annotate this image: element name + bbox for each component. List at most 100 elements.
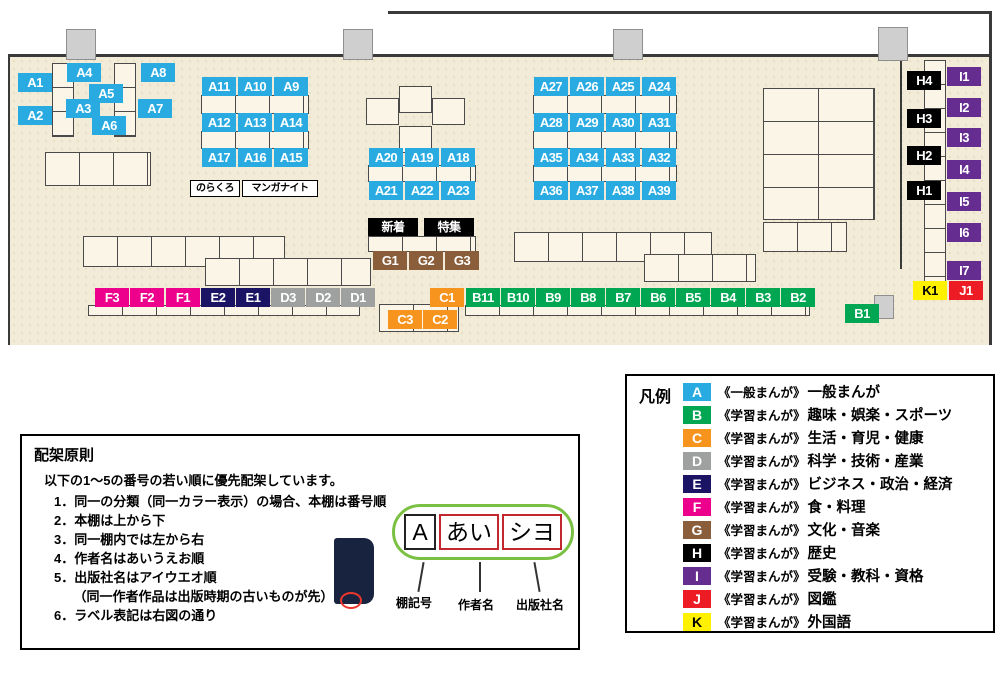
label-example-plate: A あい シヨ	[392, 504, 574, 560]
shelf-block	[432, 98, 465, 125]
shelf-label-A3: A3	[66, 99, 100, 118]
legend-series: 《一般まんが》	[718, 386, 806, 400]
legend-category: 文化・音楽	[807, 523, 881, 539]
shelf-label-A19: A19	[405, 148, 439, 167]
shelf-label-A20: A20	[369, 148, 403, 167]
caption-shelf-code: 棚記号	[396, 596, 433, 610]
label-example-shelf-code: A	[404, 514, 436, 550]
legend-row-G: G《学習まんが》文化・音楽	[683, 518, 953, 541]
shelf-label-F3: F3	[95, 288, 129, 307]
shelf-block	[533, 131, 677, 149]
shelf-label-B1: B1	[845, 304, 879, 323]
shelf-label-K1: K1	[913, 281, 947, 300]
legend-row-A: A《一般まんが》一般まんが	[683, 380, 953, 403]
legend-series: 《学習まんが》	[718, 593, 806, 607]
shelf-label-A31: A31	[642, 113, 676, 132]
pillar	[343, 29, 373, 60]
shelf-label-A15: A15	[274, 148, 308, 167]
legend-color-box-E: E	[683, 474, 711, 493]
legend-category: 趣味・娯楽・スポーツ	[807, 408, 953, 424]
legend-color-box-J: J	[683, 589, 711, 608]
shelf-label-A23: A23	[441, 181, 475, 200]
legend-category: ビジネス・政治・経済	[807, 477, 953, 493]
shelf-label-C3: C3	[388, 310, 422, 329]
shelf-label-A26: A26	[570, 77, 604, 96]
shelf-block	[201, 95, 309, 114]
shelf-label-A11: A11	[202, 77, 236, 96]
shelf-label-A13: A13	[238, 113, 272, 132]
shelf-label-A2: A2	[18, 106, 52, 125]
legend-category: 外国語	[807, 615, 852, 631]
legend-category: 受験・教科・資格	[807, 569, 924, 585]
legend-color-box-F: F	[683, 497, 711, 516]
shelf-block	[205, 258, 371, 286]
shelf-label-A9: A9	[274, 77, 308, 96]
shelf-label-A10: A10	[238, 77, 272, 96]
shelf-block	[45, 152, 151, 186]
shelf-label-I7: I7	[947, 261, 981, 280]
shelf-block	[533, 165, 677, 182]
legend-category: 科学・技術・産業	[807, 454, 924, 470]
principles-item: 2．本棚は上から下	[54, 513, 166, 528]
shelf-label-E2: E2	[201, 288, 235, 307]
legend-series: 《学習まんが》	[718, 547, 806, 561]
legend-row-C: C《学習まんが》生活・育児・健康	[683, 426, 953, 449]
shelf-label-B2: B2	[781, 288, 815, 307]
shelf-label-A5: A5	[89, 84, 123, 103]
shelf-label-A37: A37	[570, 181, 604, 200]
shelf-label-A35: A35	[534, 148, 568, 167]
shelf-label-A33: A33	[606, 148, 640, 167]
shelf-label-A34: A34	[570, 148, 604, 167]
shelf-label-A29: A29	[570, 113, 604, 132]
legend-color-box-H: H	[683, 543, 711, 562]
legend-color-box-K: K	[683, 612, 711, 631]
legend-row-J: J《学習まんが》図鑑	[683, 587, 953, 610]
legend-series: 《学習まんが》	[718, 432, 806, 446]
principles-item: 4．作者名はあいうえお順	[54, 551, 205, 566]
shelf-label-I6: I6	[947, 223, 981, 242]
principles-title: 配架原則	[34, 447, 95, 464]
legend-row-E: E 《学習まんが》ビジネス・政治・経済	[683, 472, 953, 495]
legend-color-box-A: A	[683, 382, 711, 401]
shelf-label-A25: A25	[606, 77, 640, 96]
legend-row-K: K《学習まんが》外国語	[683, 610, 953, 633]
shelf-label-A28: A28	[534, 113, 568, 132]
shelf-block	[763, 88, 875, 220]
legend-series: 《学習まんが》	[718, 455, 806, 469]
legend-series: 《学習まんが》	[718, 478, 806, 492]
shelf-block	[399, 86, 432, 113]
label-example-author: あい	[439, 514, 499, 550]
shelf-label-B8: B8	[571, 288, 605, 307]
wall-right	[989, 11, 992, 57]
pillar	[66, 29, 96, 60]
shelf-label-A6: A6	[92, 116, 126, 135]
legend-series: 《学習まんが》	[718, 524, 806, 538]
shelf-label-I1: I1	[947, 67, 981, 86]
shelf-label-D1: D1	[341, 288, 375, 307]
shelf-label-C1: C1	[430, 288, 464, 307]
shelf-label-H2: H2	[907, 146, 941, 165]
principles-intro: 以下の1～5の番号の若い順に優先配架しています。	[44, 473, 343, 488]
shelf-label-A27: A27	[534, 77, 568, 96]
principles-item: （同一作者作品は出版時期の古いものが先）	[54, 589, 334, 604]
legend-series: 《学習まんが》	[718, 501, 806, 515]
shelf-block	[368, 165, 476, 182]
shelf-label-F2: F2	[130, 288, 164, 307]
shelf-label-G2: G2	[409, 251, 443, 270]
shelf-block	[644, 254, 756, 282]
legend-series: 《学習まんが》	[718, 570, 806, 584]
legend-title: 凡例	[639, 389, 672, 406]
shelf-label-のらくろ: のらくろ	[190, 180, 240, 197]
legend-color-box-D: D	[683, 451, 711, 470]
shelf-label-A12: A12	[202, 113, 236, 132]
principles-panel: 配架原則 以下の1～5の番号の若い順に優先配架しています。 1．同一の分類（同一…	[20, 434, 580, 650]
pointer-line	[479, 562, 481, 592]
legend-row-D: D 《学習まんが》科学・技術・産業	[683, 449, 953, 472]
shelf-label-I3: I3	[947, 128, 981, 147]
shelf-label-A4: A4	[67, 63, 101, 82]
shelf-label-B11: B11	[466, 288, 500, 307]
shelf-block	[763, 222, 847, 252]
principles-item: 3．同一棚内では左から右	[54, 532, 205, 547]
